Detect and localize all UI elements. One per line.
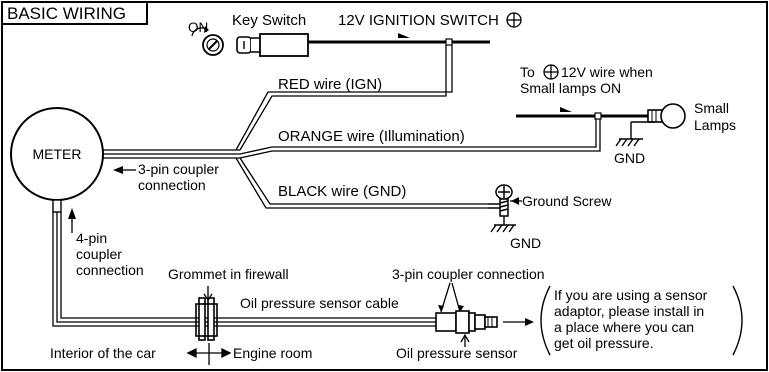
note-line-1: If you are using a sensor xyxy=(554,287,708,303)
red-wire-label: RED wire (IGN) xyxy=(278,76,382,93)
coupler3b-arrowheads xyxy=(438,305,464,312)
note-paren-left xyxy=(540,285,551,356)
to-12v-label-b: 12V wire when xyxy=(561,64,653,80)
lamp-tap xyxy=(594,112,602,120)
diagram-title: BASIC WIRING xyxy=(7,4,126,23)
coupler3-line1: 3-pin coupler xyxy=(138,161,219,177)
ignition-arrow xyxy=(398,33,410,38)
lamp-wire-arrow xyxy=(560,107,572,112)
wire-bundle xyxy=(103,45,601,209)
ground-screw-label: Ground Screw xyxy=(522,193,612,209)
plus-circle-icon xyxy=(543,64,559,80)
engine-room-label: Engine room xyxy=(233,345,312,361)
oil-cable-label: Oil pressure sensor cable xyxy=(240,295,399,311)
oil-sensor-label: Oil pressure sensor xyxy=(396,345,518,361)
sensor-pointer xyxy=(460,333,470,347)
lamp-bulb-icon xyxy=(647,103,686,129)
oil-cable xyxy=(52,212,436,327)
on-label: ON xyxy=(188,20,208,35)
ignition-tap xyxy=(445,38,453,46)
coupler3b-pointers xyxy=(440,282,461,313)
ignition-label: 12V IGNITION SWITCH xyxy=(338,12,499,29)
ground-screw-icon xyxy=(488,184,513,217)
small-lamps-on-label: Small lamps ON xyxy=(520,80,621,96)
coupler3b-label: 3-pin coupler connection xyxy=(392,266,545,282)
on-arrowhead xyxy=(204,26,209,33)
note-arrowhead xyxy=(525,318,534,326)
ground-symbol-icon xyxy=(615,121,655,147)
black-wire-label: BLACK wire (GND) xyxy=(278,183,406,200)
gnd-lamps-label: GND xyxy=(614,150,645,166)
double-arrow-icon xyxy=(186,343,232,365)
oil-pressure-sensor-icon xyxy=(435,310,498,334)
coupler3-line2: connection xyxy=(138,177,206,193)
key-switch-icon xyxy=(202,34,224,56)
gnd-screw-label: GND xyxy=(510,235,541,251)
title-box xyxy=(1,1,148,25)
plus-circle-icon xyxy=(506,12,522,28)
to-12v-label: To xyxy=(520,64,535,80)
key-icon xyxy=(236,33,309,57)
note-paren-right xyxy=(732,285,743,356)
coupler4-arrowhead xyxy=(68,208,76,219)
grommet-pointer xyxy=(203,286,213,302)
coupler4 xyxy=(52,199,62,213)
orange-wire-label: ORANGE wire (Illumination) xyxy=(278,128,465,145)
coupler4-line3: connection xyxy=(76,262,144,278)
small-lamps-label-2: Lamps xyxy=(694,117,736,133)
grommet-icon xyxy=(195,297,218,341)
note-line-3: a place where you can xyxy=(554,319,694,335)
ground-symbol-icon xyxy=(490,216,516,233)
small-lamps-label-1: Small xyxy=(694,100,729,116)
coupler4-line2: coupler xyxy=(76,246,122,262)
grommet-label: Grommet in firewall xyxy=(168,266,289,282)
coupler4-line1: 4-pin xyxy=(76,230,107,246)
meter-label: METER xyxy=(33,146,82,162)
ground-screw-arrowhead xyxy=(511,197,519,205)
note-line-4: get oil pressure. xyxy=(554,335,654,351)
interior-label: Interior of the car xyxy=(50,345,156,361)
note-line-2: adaptor, please install in xyxy=(554,303,704,319)
key-switch-label: Key Switch xyxy=(232,12,306,29)
coupler3-arrowhead xyxy=(113,166,123,174)
